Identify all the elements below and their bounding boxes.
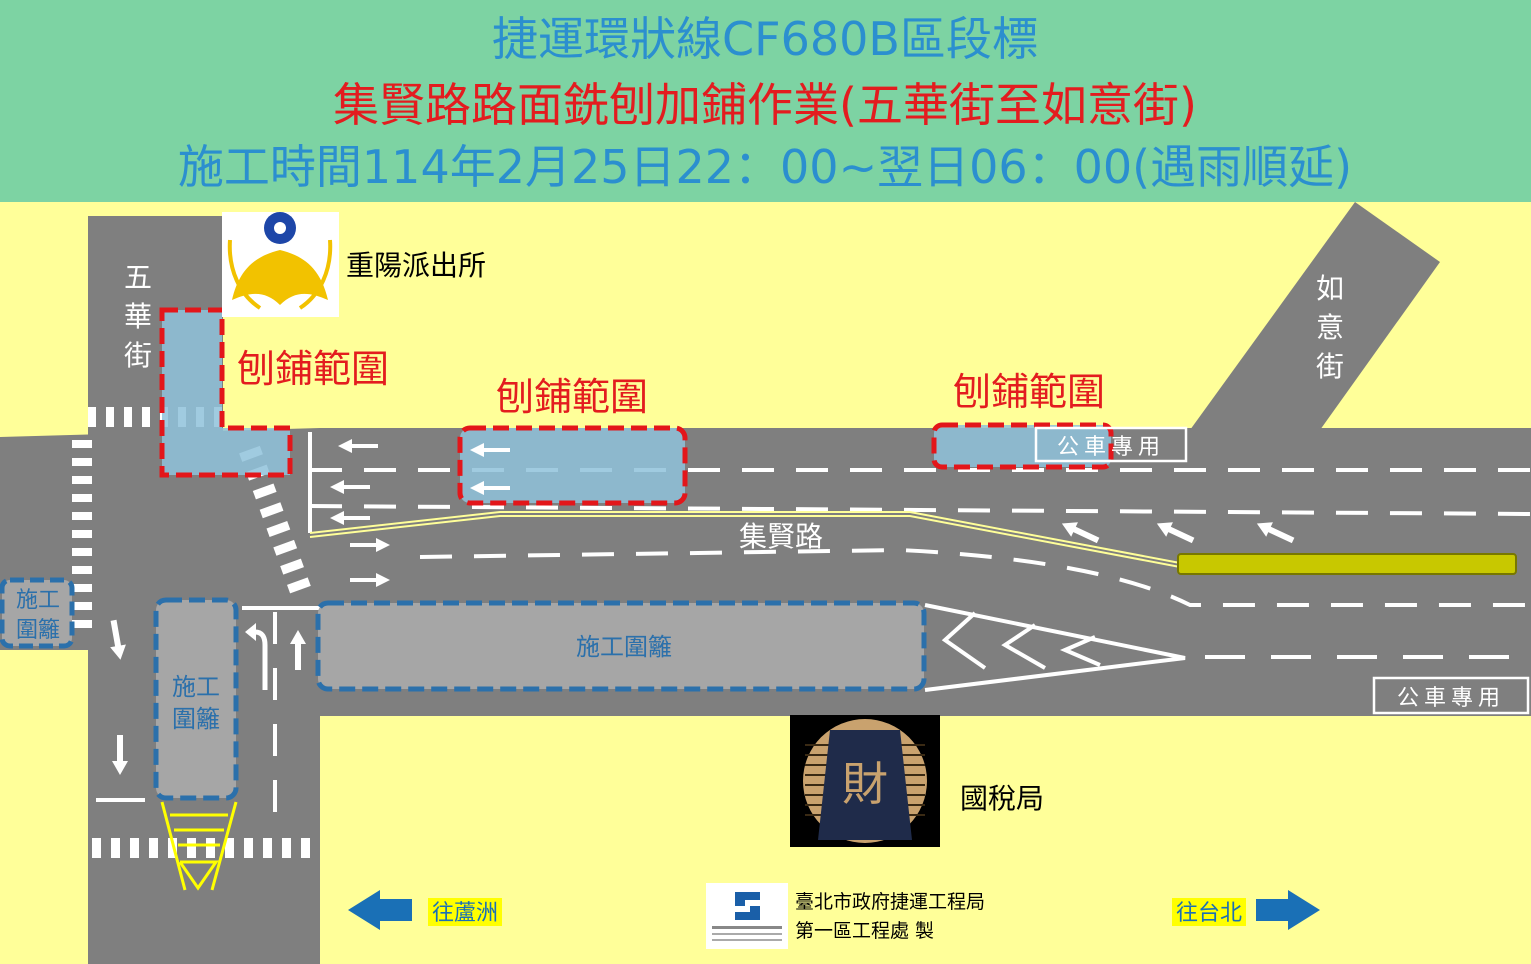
bus-lane-label-1: 公車專用	[1057, 435, 1165, 460]
footer-agency: 臺北市政府捷運工程局	[795, 891, 985, 913]
fence-main	[315, 600, 927, 692]
wuhua-label-2: 華	[124, 300, 152, 333]
west-arrow-icon	[348, 890, 412, 930]
fence-left-label-1: 施工	[16, 588, 60, 613]
wuhua-label-3: 街	[124, 339, 152, 372]
center-line	[309, 511, 1181, 564]
fence-main-label: 施工圍籬	[576, 633, 672, 661]
police-emblem	[222, 212, 339, 317]
taper-lines	[160, 801, 238, 891]
bus-lane-sign-2	[1372, 676, 1530, 715]
ruyi-street	[1190, 202, 1440, 430]
jixian-label: 集賢路	[739, 520, 823, 553]
milling-area-2	[457, 425, 688, 506]
lane-markings	[96, 432, 1531, 830]
ruyi-label-2: 意	[1316, 311, 1344, 344]
fence-left	[0, 577, 75, 649]
tax-emblem: 財	[790, 715, 940, 847]
police-label: 重陽派出所	[346, 249, 486, 282]
ruyi-label-3: 街	[1316, 350, 1344, 383]
lane-arrows	[110, 439, 1295, 775]
milling-areas	[159, 307, 1114, 506]
milling-area-3	[931, 422, 1114, 470]
west-label-bg	[428, 898, 502, 926]
wuhua-label-1: 五	[124, 261, 152, 294]
median-bar	[1177, 553, 1517, 575]
bus-lane-label-2: 公車專用	[1397, 686, 1505, 711]
header-subtitle: 集賢路路面銑刨加鋪作業(五華街至如意街)	[333, 78, 1197, 132]
fence-vertical-label-2: 圍籬	[172, 705, 220, 733]
center-line-2	[309, 515, 1181, 568]
chevron-island	[924, 603, 1186, 692]
bus-lane-sign-1	[1034, 426, 1188, 463]
fence-vertical	[153, 597, 239, 801]
header-title: 捷運環狀線CF680B區段標	[492, 12, 1038, 66]
header-schedule: 施工時間114年2月25日22：00~翌日06：00(遇雨順延)	[178, 140, 1352, 194]
milling-label-2: 刨鋪範圍	[496, 375, 648, 419]
east-arrow-icon	[1256, 890, 1320, 930]
west-label: 往蘆洲	[432, 901, 498, 926]
tax-label: 國稅局	[960, 782, 1044, 815]
header-band	[0, 0, 1531, 202]
fence-left-label-2: 圍籬	[16, 618, 60, 643]
tax-emblem-char: 財	[842, 757, 888, 811]
milling-label-3: 刨鋪範圍	[953, 370, 1105, 414]
footer-office: 第一區工程處 製	[795, 920, 934, 942]
construction-fences	[0, 577, 927, 801]
east-label-bg	[1172, 898, 1246, 926]
fence-vertical-label-1: 施工	[172, 673, 220, 701]
metro-logo	[706, 883, 788, 949]
milling-label-1: 刨鋪範圍	[237, 347, 389, 391]
crosswalk-west	[72, 440, 92, 628]
ruyi-label-1: 如	[1316, 272, 1344, 305]
east-label: 往台北	[1176, 901, 1242, 926]
